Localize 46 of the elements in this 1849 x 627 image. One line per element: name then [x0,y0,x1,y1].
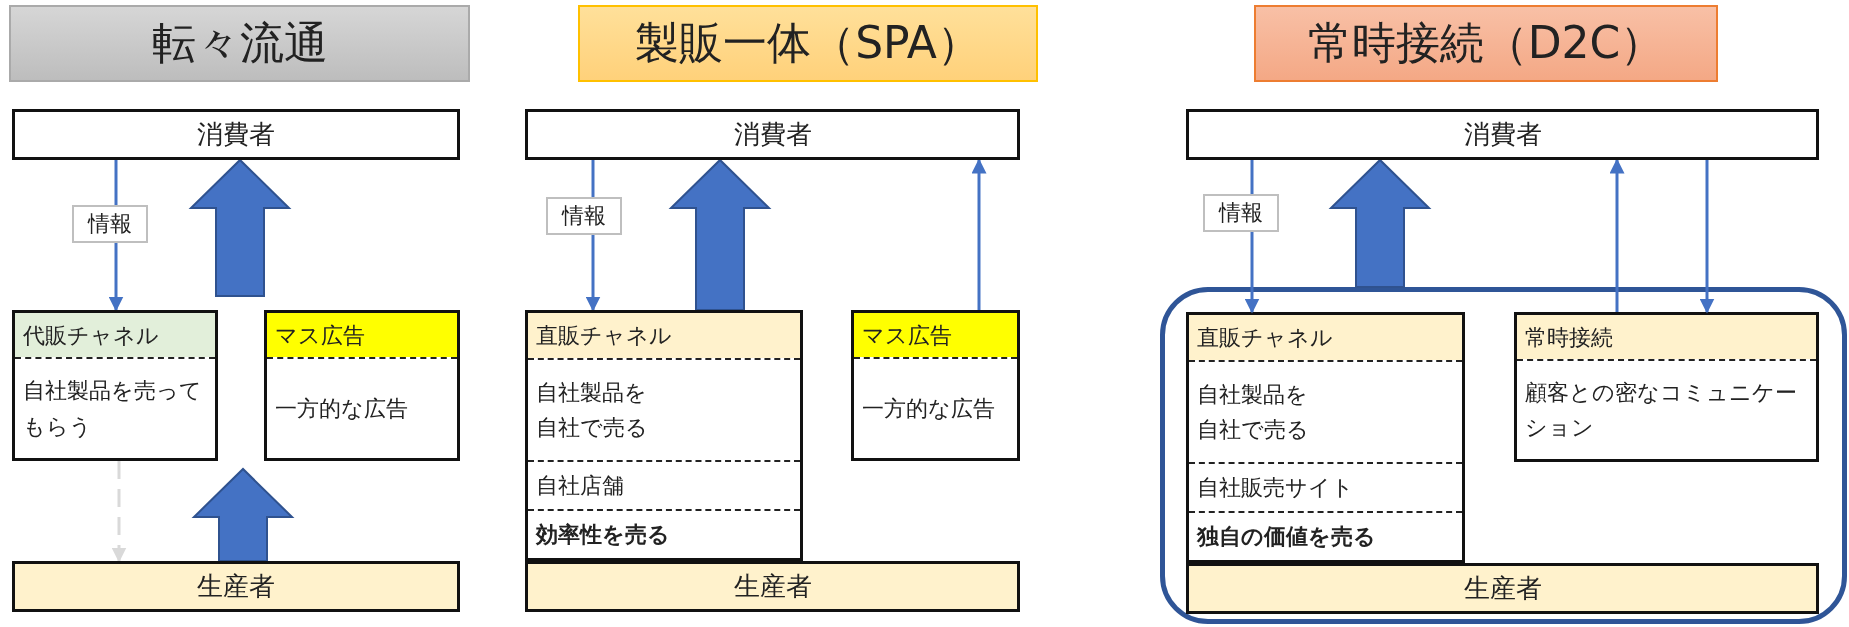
channel-box [851,310,1020,461]
title-banner: 製販一体（SPA） [578,5,1038,82]
arrow [971,158,987,310]
title-banner: 転々流通 [9,5,470,82]
box-text: 自社製品を売ってもらう [15,357,215,458]
channel-box [264,310,460,461]
group-outline [1160,287,1847,624]
box-heading: マス広告 [854,313,1017,358]
block-arrow [188,158,292,297]
channel-box [525,310,803,561]
box-heading: マス広告 [267,313,457,358]
arrow [1609,158,1625,312]
arrow [1244,160,1260,314]
title-banner: 常時接続（D2C） [1254,5,1718,82]
actor-box: 生産者 [525,561,1020,612]
channel-box [1186,312,1465,563]
arrow [1699,160,1715,314]
box-text: 自社店舗 [528,460,800,510]
edge-label: 情報 [72,205,148,243]
actor-box: 消費者 [12,109,460,160]
box-text: 一方的な広告 [854,357,1017,458]
actor-box: 消費者 [525,109,1020,160]
channel-box [12,310,218,461]
box-text: 効率性を売る [528,509,800,558]
box-text: 一方的な広告 [267,357,457,458]
arrow [111,461,127,563]
edge-label: 情報 [546,197,622,235]
block-arrow [191,467,295,562]
arrow [585,160,601,312]
edge-label: 情報 [1203,194,1279,232]
box-text: 自社製品を自社で売る [528,357,800,461]
box-text: 自社販売サイト [1189,462,1462,512]
actor-box: 生産者 [1186,563,1819,614]
box-text: 自社製品を自社で売る [1189,359,1462,463]
box-heading: 直販チャネル [528,313,800,358]
box-text: 独自の価値を売る [1189,511,1462,560]
channel-box [1514,312,1819,462]
box-heading: 常時接続 [1517,315,1816,360]
actor-box: 消費者 [1186,109,1819,160]
box-heading: 代販チャネル [15,313,215,358]
block-arrow [668,158,772,311]
arrow [108,160,124,312]
actor-box: 生産者 [12,561,460,612]
box-heading: 直販チャネル [1189,315,1462,360]
box-text: 顧客との密なコミュニケーション [1517,359,1816,459]
block-arrow [1328,158,1432,288]
